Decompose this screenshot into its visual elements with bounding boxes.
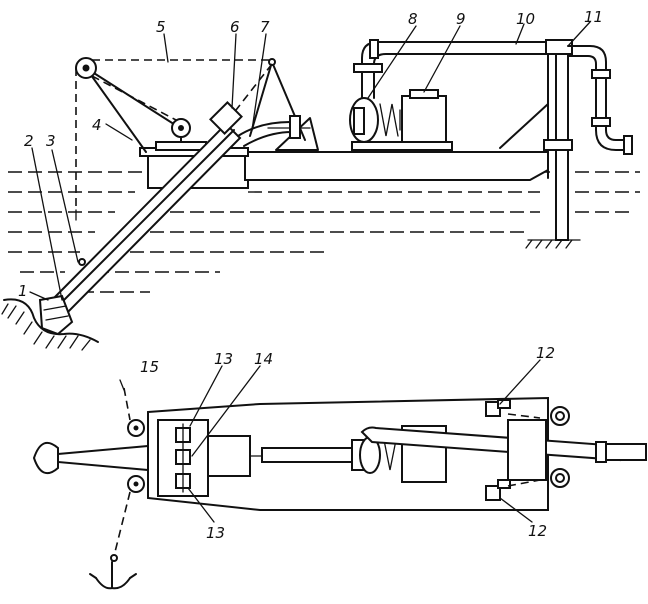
label-13-bottom: 13 — [206, 524, 225, 542]
label-9: 9 — [456, 10, 466, 28]
label-8: 8 — [408, 10, 418, 28]
plan-view — [32, 359, 647, 590]
plan-leader-lines — [187, 359, 541, 523]
label-11: 11 — [584, 8, 603, 26]
label-15: 15 — [140, 358, 159, 376]
label-12-top: 12 — [536, 344, 555, 362]
swing-cables — [110, 379, 131, 562]
plan-anchor-winches — [485, 399, 541, 501]
stern-spud — [499, 39, 581, 249]
plan-ladder — [32, 419, 263, 497]
winch — [155, 118, 207, 151]
discharge-pipe — [353, 39, 549, 99]
seabed — [1, 298, 99, 351]
leader-lines — [29, 21, 591, 301]
plan-sheaves — [127, 406, 570, 493]
anchor-icon — [89, 561, 137, 590]
suction-ladder — [50, 101, 301, 316]
hoist-cables — [75, 59, 273, 221]
pump-motor-unit — [349, 89, 453, 151]
label-4: 4 — [92, 116, 102, 134]
gantry-frame — [75, 57, 319, 153]
plan-discharge-pipe — [360, 419, 647, 481]
label-3: 3 — [46, 132, 56, 150]
label-1: 1 — [18, 282, 28, 300]
label-10: 10 — [516, 10, 535, 28]
cutter-head — [38, 294, 74, 336]
stern-discharge-elbow — [567, 45, 633, 155]
side-elevation-view — [1, 21, 640, 351]
label-13-top: 13 — [214, 350, 233, 368]
label-2: 2 — [24, 132, 34, 150]
callout-labels: 1 2 3 4 5 6 7 8 9 10 11 12 12 13 13 14 1… — [18, 8, 603, 542]
label-5: 5 — [156, 18, 166, 36]
label-6: 6 — [230, 18, 240, 36]
label-14: 14 — [254, 350, 273, 368]
label-7: 7 — [260, 18, 270, 36]
label-12-bottom: 12 — [528, 522, 547, 540]
